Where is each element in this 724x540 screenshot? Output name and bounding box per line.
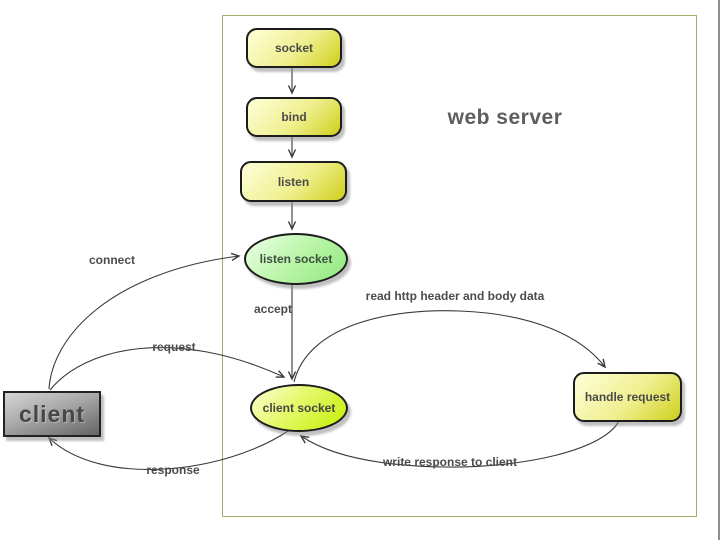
edge-label-request: request — [152, 340, 196, 354]
edge-request — [49, 347, 286, 391]
node-socket: socket — [246, 28, 342, 68]
node-handle-request-label: handle request — [584, 390, 671, 404]
edge-label-connect: connect — [88, 253, 136, 267]
web-server-title: web server — [447, 106, 563, 129]
node-listen: listen — [240, 161, 347, 202]
node-client-socket: client socket — [250, 384, 348, 432]
edge-label-read-http: read http header and body data — [365, 289, 545, 303]
node-listen-socket: listen socket — [244, 233, 348, 285]
edge-label-response: response — [146, 463, 200, 477]
node-handle-request: handle request — [573, 372, 682, 422]
edge-connect — [48, 252, 241, 390]
edge-label-accept: accept — [253, 302, 293, 316]
node-client: client — [3, 391, 101, 437]
node-bind: bind — [246, 97, 342, 137]
edge-label-write-response: write response to client — [382, 455, 518, 469]
node-listen-label: listen — [277, 174, 310, 189]
node-bind-label: bind — [281, 110, 307, 124]
node-client-label: client — [18, 400, 86, 427]
node-socket-label: socket — [274, 41, 314, 55]
node-client-socket-label: client socket — [262, 401, 336, 415]
edge-response — [47, 430, 289, 470]
edge-read-http — [293, 310, 607, 383]
edge-write-response — [299, 418, 621, 468]
window-right-edge — [718, 0, 720, 540]
node-listen-socket-label: listen socket — [259, 252, 333, 266]
